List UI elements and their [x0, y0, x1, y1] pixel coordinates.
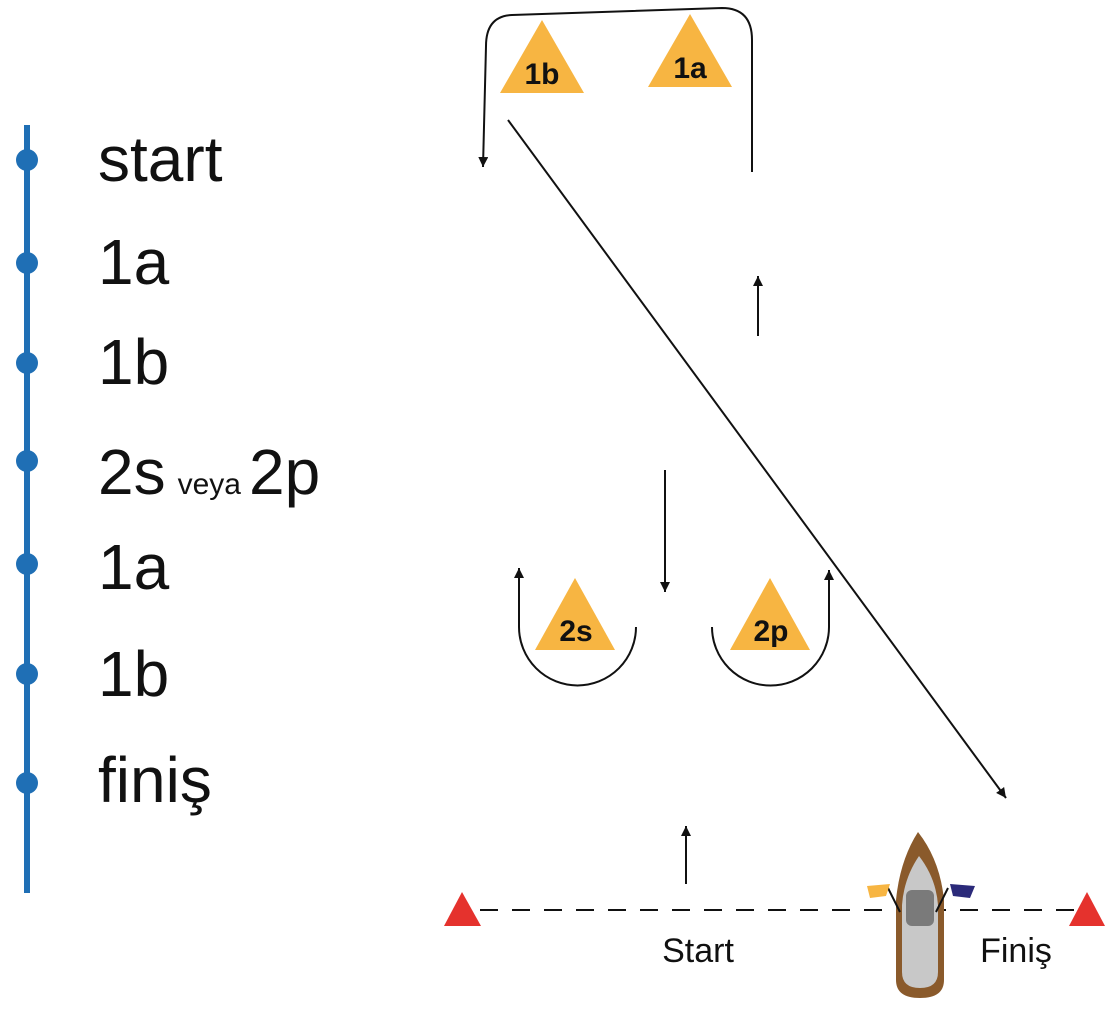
mark-1a-triangle [648, 14, 732, 87]
finish-label: Finiş [980, 932, 1052, 970]
sequence-item-1a: 1a [98, 226, 170, 298]
mark-2p-triangle [730, 578, 810, 650]
timeline-dot [16, 450, 38, 472]
round-2s-arrow [514, 568, 637, 687]
mark-2p: 2p [730, 578, 810, 650]
course-path [478, 6, 1007, 884]
timeline-dot [16, 252, 38, 274]
mark-2s-triangle [535, 578, 615, 650]
start-finish-line: Start Finiş [444, 892, 1105, 970]
left-line-buoy [444, 892, 481, 926]
sequence-item-1b: 1b [98, 326, 169, 398]
sequence-item-1b-second: 1b [98, 638, 169, 710]
sequence-connector: veya [178, 468, 242, 501]
mark-1b: 1b [500, 20, 584, 93]
committee-boat [867, 832, 975, 998]
sequence-item-2p: 2p [249, 436, 320, 508]
sequence-item-start: start [98, 123, 223, 195]
mark-2p-label: 2p [753, 615, 788, 648]
mark-2s-label: 2s [559, 615, 592, 648]
right-line-buoy [1069, 892, 1105, 926]
finish-leg-arrow [507, 119, 1007, 799]
sequence-item-1a-second: 1a [98, 531, 170, 603]
sequence-item-2s: 2s [98, 436, 166, 508]
mark-2s: 2s [535, 578, 615, 650]
boat-cabin [906, 890, 934, 926]
timeline-dot [16, 553, 38, 575]
yellow-flag-icon [867, 884, 901, 913]
mark-1a-label: 1a [673, 52, 707, 85]
timeline-dot [16, 772, 38, 794]
mark-1a: 1a [648, 14, 732, 87]
timeline-dot [16, 149, 38, 171]
start-label: Start [662, 932, 734, 970]
sequence-item-finish: finiş [98, 744, 212, 816]
round-2p-arrow [711, 570, 834, 687]
mark-1b-triangle [500, 20, 584, 93]
navy-flag-icon [935, 884, 975, 913]
top-loop-arrow [478, 6, 753, 172]
timeline-dot [16, 352, 38, 374]
timeline-dot [16, 663, 38, 685]
mark-1b-label: 1b [524, 58, 559, 91]
